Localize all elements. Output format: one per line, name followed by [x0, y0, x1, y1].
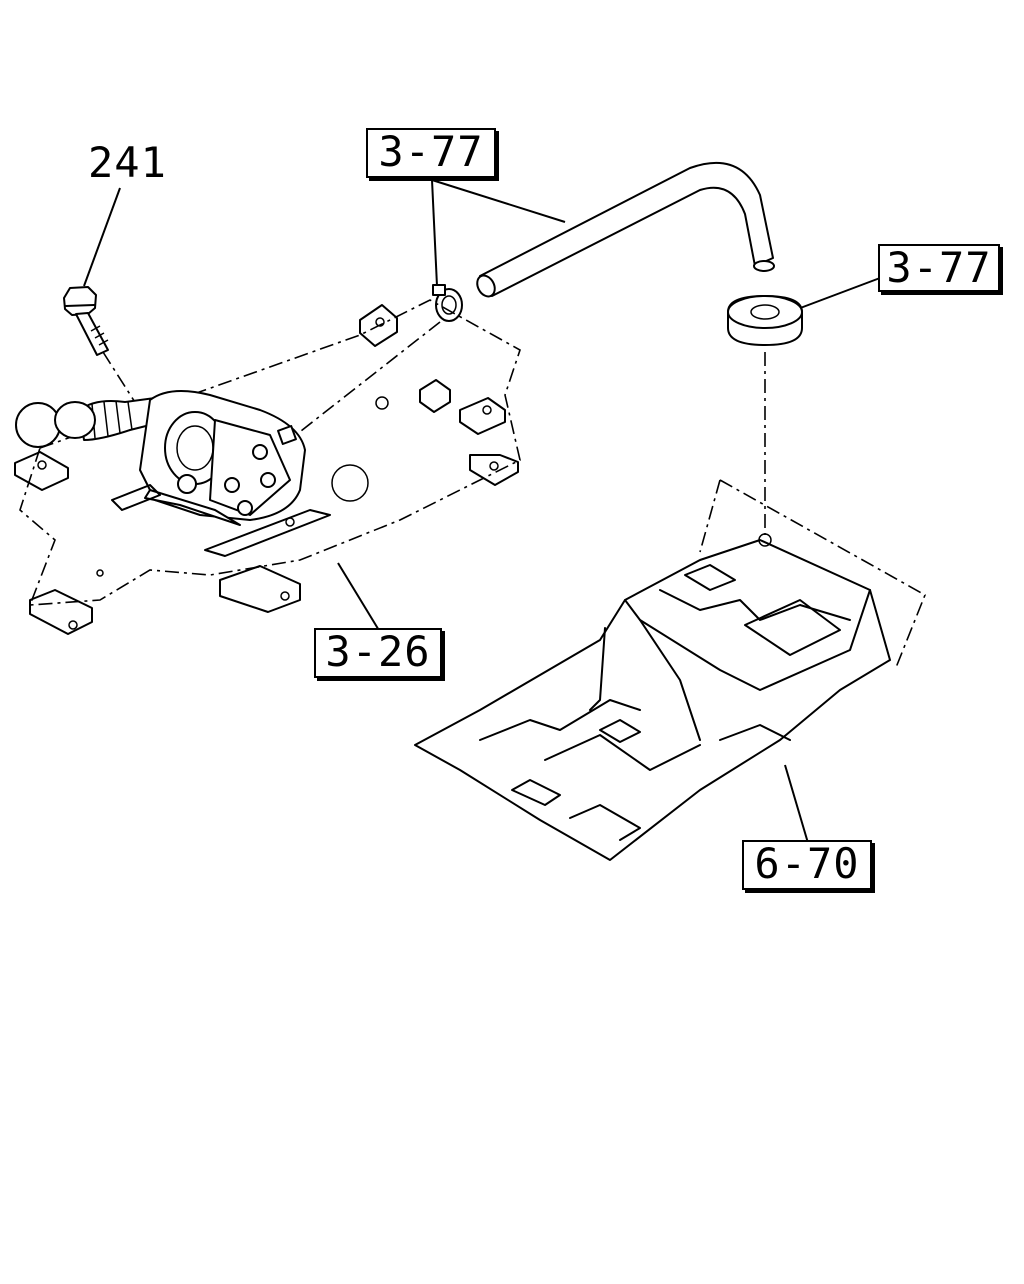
- bracket-part: [14, 299, 521, 635]
- hose-clamp-part: [291, 284, 463, 439]
- pump-assembly-part: [15, 390, 306, 526]
- callout-6-70: 6-70: [742, 840, 872, 890]
- leader-lines: [83, 179, 881, 844]
- bolt-part: [63, 286, 188, 485]
- floor-panel-part: [414, 479, 927, 861]
- grommet-part: [727, 295, 803, 535]
- callout-241: 241: [88, 138, 167, 187]
- callout-3-77-grommet: 3-77: [878, 244, 1000, 292]
- callout-3-77-hose: 3-77: [366, 128, 496, 178]
- vent-hose-part: [476, 161, 775, 298]
- callout-3-26: 3-26: [314, 628, 442, 678]
